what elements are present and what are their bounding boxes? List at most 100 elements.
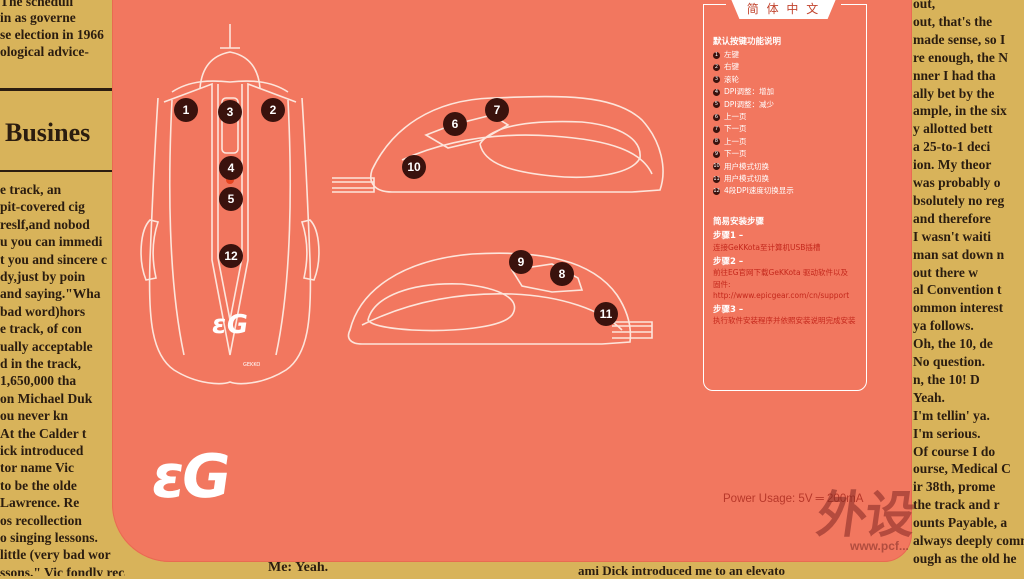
function-label: 下一页: [724, 124, 747, 134]
newspaper-line: ou never kn: [0, 408, 69, 424]
function-label: DPI调整：增加: [724, 87, 775, 97]
function-item: 7 下一页: [713, 123, 747, 134]
newspaper-line: I'm tellin' ya.: [913, 407, 990, 423]
marker-4: 4: [219, 156, 243, 180]
newspaper-line: was probably o: [913, 175, 1001, 190]
newspaper-line: ion. My theor: [913, 157, 992, 173]
function-number-badge: 12: [713, 187, 720, 195]
newspaper-line: I'm serious.: [913, 425, 981, 441]
newspaper-line: ir 38th, prome: [913, 479, 996, 495]
card-logo: ɛG: [147, 442, 232, 512]
newspaper-line: ounts Payable, a: [913, 515, 1008, 531]
newspaper-line: in as governe: [0, 10, 76, 25]
function-label: 用户模式切换: [724, 161, 769, 171]
function-number-badge: 11: [713, 175, 720, 183]
marker-12: 12: [219, 244, 243, 268]
step1-text: 连接GeKKota至计算机USB插槽: [713, 243, 821, 252]
newspaper-line: ya follows.: [913, 318, 974, 334]
function-number-badge: 1: [713, 51, 720, 59]
function-label: DPI调整：减少: [724, 99, 775, 109]
watermark: 外设 www.pcf...: [813, 475, 1008, 561]
newspaper-line: a 25-to-1 deci: [913, 139, 991, 155]
newspaper-line: bad word)hors: [0, 303, 86, 319]
step2-url: http://www.epicgear.com/cn/support: [713, 291, 850, 300]
step1-label: 步骤1 –: [713, 231, 744, 241]
function-number-badge: 5: [713, 101, 720, 109]
function-label: 用户模式切换: [724, 174, 769, 183]
newspaper-line: on Michael Duk: [0, 390, 93, 406]
newspaper-line: ally bet by the: [913, 85, 995, 101]
marker-6: 6: [443, 112, 467, 136]
function-number-badge: 10: [713, 163, 720, 171]
newspaper-line: man sat down n: [913, 246, 1005, 262]
function-label: 下一页: [724, 149, 747, 159]
newspaper-line: Lawrence. Re: [0, 495, 80, 511]
newspaper-line: No question.: [913, 354, 986, 369]
newspaper-line: always deeply comm: [913, 533, 1024, 548]
newspaper-line: Oh, the 10, de: [913, 336, 993, 352]
marker-10: 10: [402, 155, 426, 179]
newspaper-line: out, that's the: [913, 13, 993, 29]
marker-9: 9: [509, 250, 533, 274]
step2-text-1: 前往EG官网下载GeKKota 驱动软件以及: [713, 268, 848, 277]
function-item: 3 滚轮: [713, 74, 739, 85]
newspaper-rule: [0, 170, 125, 172]
function-number-badge: 9: [713, 150, 720, 158]
function-number-badge: 4: [713, 88, 720, 96]
newspaper-line: Of course I do: [913, 443, 996, 459]
newspaper-line: pit-covered cig: [0, 199, 85, 215]
newspaper-line: ick introduced: [0, 443, 84, 458]
newspaper-line: reslf,and nobod: [0, 216, 90, 232]
newspaper-line: ample, in the six: [913, 103, 1007, 119]
newspaper-line: nner I had tha: [913, 67, 996, 83]
function-label: 上一页: [724, 112, 747, 121]
newspaper-line: little (very bad wor: [0, 547, 111, 563]
panel-heading-functions: 默认按键功能说明: [713, 37, 782, 47]
marker-2: 2: [261, 98, 285, 122]
power-usage: Power Usage: 5V ═ 200mA: [723, 493, 864, 505]
marker-7: 7: [485, 98, 509, 122]
function-number-badge: 8: [713, 138, 720, 146]
newspaper-line: At the Calder t: [0, 425, 87, 441]
newspaper-line: e track, of con: [0, 321, 82, 337]
step2-label: 步骤2 –: [713, 257, 744, 267]
newspaper-line: os recollection: [0, 512, 82, 528]
newspaper-line: ological advice-: [0, 44, 89, 59]
newspaper-line: dy,just by poin: [0, 269, 86, 284]
mouse-illustrations: [140, 24, 664, 385]
step2-text-2: 固件:: [713, 280, 731, 289]
newspaper-line: ually acceptable: [0, 338, 93, 354]
newspaper-line: out there w: [913, 264, 978, 280]
newspaper-line: Yeah.: [913, 389, 945, 405]
newspaper-line: made sense, so I: [913, 31, 1006, 47]
newspaper-headline: Busines: [5, 118, 91, 147]
newspaper-line: d in the track,: [0, 356, 81, 371]
function-item: 11 用户模式切换: [713, 173, 769, 184]
marker-5: 5: [219, 187, 243, 211]
newspaper-line: the track and r: [913, 497, 1000, 513]
function-number-badge: 7: [713, 125, 720, 133]
marker-3: 3: [218, 100, 242, 124]
newspaper-line: tor name Vic: [0, 460, 74, 476]
step3-text: 执行软件安装程序并依照安装说明完成安装: [713, 316, 856, 325]
panel-heading-install: 简易安装步骤: [713, 217, 765, 227]
newspaper-line: and therefore: [913, 210, 991, 226]
newspaper-line: re enough, the N: [913, 49, 1009, 65]
watermark-url: www.pcf...: [850, 539, 909, 553]
function-number-badge: 2: [713, 63, 720, 71]
newspaper-line: u you can immedi: [0, 234, 103, 250]
newspaper-line: 1,650,000 tha: [0, 373, 77, 389]
function-number-badge: 3: [713, 76, 720, 84]
newspaper-bottom-line-1: Me: Yeah.: [268, 560, 329, 575]
newspaper-bottom-line-2: ami Dick introduced me to an elevato: [578, 563, 786, 578]
function-item: 4 DPI调整：增加: [713, 86, 774, 97]
function-label: 滚轮: [724, 74, 739, 84]
marker-1: 1: [174, 98, 198, 122]
function-label: 4段DPI速度切换显示: [724, 186, 794, 196]
newspaper-line: al Convention t: [913, 282, 1002, 298]
newspaper-line: se election in 1966: [0, 27, 104, 42]
